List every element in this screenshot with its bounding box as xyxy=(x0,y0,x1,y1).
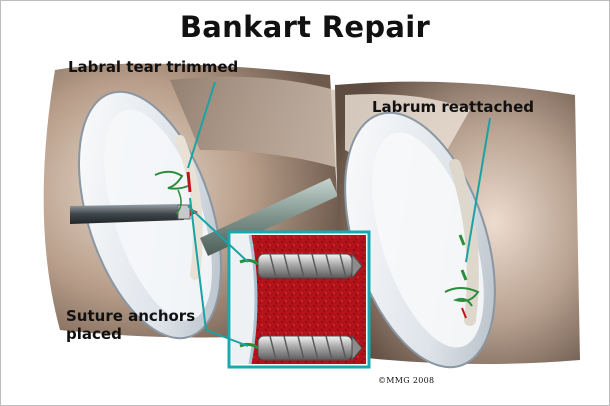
upper-anchor xyxy=(240,254,362,278)
copyright-text: ©MMG 2008 xyxy=(378,376,434,385)
label-suture-anchors: Suture anchors placed xyxy=(66,307,195,343)
label-labral-tear: Labral tear trimmed xyxy=(68,58,238,76)
lower-anchor xyxy=(240,336,362,360)
diagram-title: Bankart Repair xyxy=(0,10,610,44)
suture-anchor-inset xyxy=(229,232,369,367)
label-suture-anchors-line1: Suture anchors xyxy=(66,307,195,325)
label-suture-anchors-line2: placed xyxy=(66,325,195,343)
label-labrum-reattached: Labrum reattached xyxy=(372,98,534,116)
